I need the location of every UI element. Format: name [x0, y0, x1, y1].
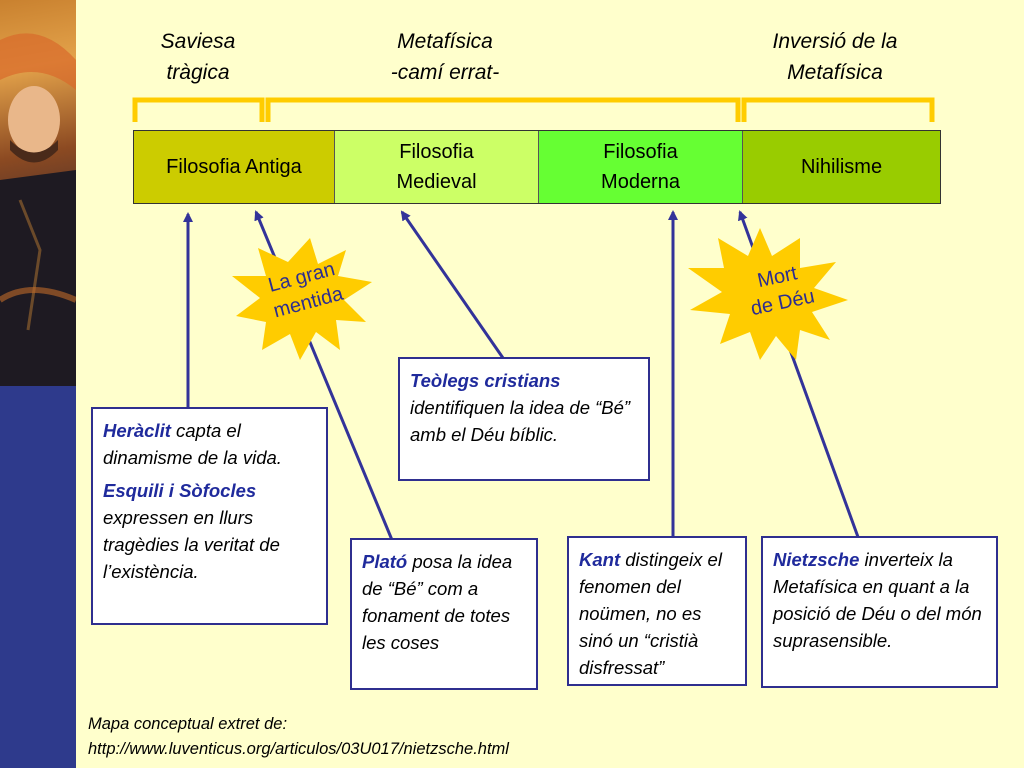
box-text: posa la idea de “Bé” com a fonament de t…: [362, 551, 513, 653]
star-death-of-god: [688, 228, 848, 360]
box-text: expressen en llurs tragèdies la veritat …: [103, 507, 280, 582]
box-paragraph: Plató posa la idea de “Bé” com a fonamen…: [362, 548, 526, 656]
source-url: http://www.luventicus.org/articulos/03U0…: [88, 740, 509, 758]
box-name: Esquili i Sòfocles: [103, 480, 257, 501]
header-metaphysics: Metafísica -camí errat-: [355, 26, 535, 88]
box-paragraph: Teòlegs cristians identifiquen la idea d…: [410, 367, 638, 448]
bracket-metaphysics: [265, 97, 741, 122]
header-line: Inversió de la: [772, 30, 898, 53]
bracket-inversion: [741, 97, 935, 122]
header-line: Metafísica: [787, 61, 883, 84]
box-name: Nietzsche: [773, 549, 860, 570]
box-name: Kant: [579, 549, 621, 570]
timeline-ancient: Filosofia Antiga: [134, 131, 335, 203]
box-text: inverteix la Metafísica en quant a la po…: [773, 549, 982, 651]
box-kant: Kant distingeix el fenomen del noümen, n…: [567, 536, 747, 686]
timeline-label: Filosofia: [399, 141, 474, 163]
box-text: identifiquen la idea de “Bé” amb el Déu …: [410, 397, 631, 445]
timeline: Filosofia Antiga Filosofia Medieval Filo…: [133, 130, 941, 204]
box-text: capta el dinamisme de la vida.: [103, 420, 282, 468]
box-plato: Plató posa la idea de “Bé” com a fonamen…: [350, 538, 538, 690]
star-big-lie: [232, 238, 372, 360]
box-name: Plató: [362, 551, 408, 572]
box-heraclit: Heràclit capta el dinamisme de la vida. …: [91, 407, 328, 625]
header-line: Metafísica: [397, 30, 493, 53]
timeline-label: Medieval: [396, 171, 477, 193]
side-strip: [0, 386, 76, 768]
timeline-label: Moderna: [601, 171, 680, 193]
header-tragic-wisdom: Saviesa tràgica: [128, 26, 268, 88]
box-name: Heràclit: [103, 420, 171, 441]
bracket-tragic-wisdom: [132, 97, 265, 122]
box-paragraph: Kant distingeix el fenomen del noümen, n…: [579, 546, 735, 681]
timeline-modern: Filosofia Moderna: [539, 131, 743, 203]
box-paragraph: Esquili i Sòfocles expressen en llurs tr…: [103, 477, 316, 585]
box-name: Teòlegs cristians: [410, 370, 561, 391]
source-citation: Mapa conceptual extret de: http://www.lu…: [88, 712, 509, 762]
header-inversion: Inversió de la Metafísica: [740, 26, 930, 88]
timeline-label: Nihilisme: [800, 156, 883, 178]
timeline-label: Filosofia: [603, 141, 678, 163]
box-paragraph: Nietzsche inverteix la Metafísica en qua…: [773, 546, 986, 654]
portrait-painting: [0, 0, 76, 386]
timeline-medieval: Filosofia Medieval: [335, 131, 539, 203]
box-nietzsche: Nietzsche inverteix la Metafísica en qua…: [761, 536, 998, 688]
timeline-nihilism: Nihilisme: [743, 131, 940, 203]
box-text: distingeix el fenomen del noümen, no es …: [579, 549, 722, 678]
box-paragraph: Heràclit capta el dinamisme de la vida.: [103, 417, 316, 471]
header-line: Saviesa: [160, 30, 236, 53]
timeline-label: Filosofia Antiga: [166, 156, 302, 178]
header-line: -camí errat-: [390, 61, 500, 84]
arrow-theologians: [400, 210, 505, 359]
box-theologians: Teòlegs cristians identifiquen la idea d…: [398, 357, 650, 481]
source-line: Mapa conceptual extret de:: [88, 715, 288, 733]
header-line: tràgica: [166, 61, 230, 84]
